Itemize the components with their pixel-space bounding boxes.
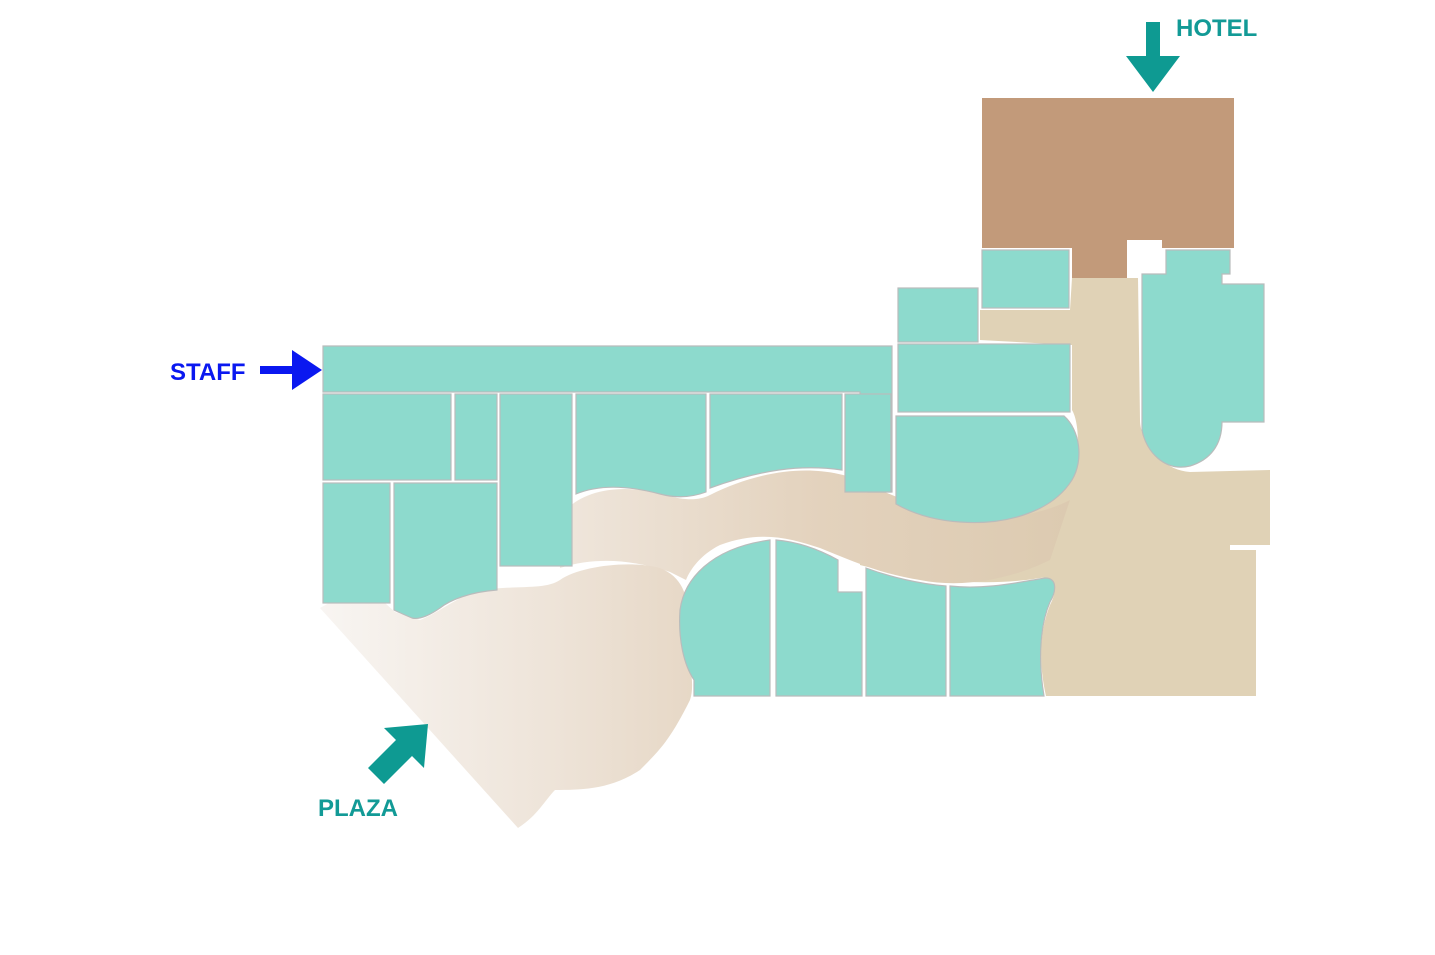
staff-label: STAFF	[170, 359, 246, 386]
plaza-entrance-marker: PLAZA	[318, 724, 428, 822]
room-1	[322, 393, 452, 481]
hotel-building	[982, 98, 1234, 278]
hotel-arrow-icon	[1126, 22, 1180, 92]
room-5	[499, 393, 573, 567]
hotel-entrance-marker: HOTEL	[1126, 15, 1257, 92]
plaza-area	[320, 564, 693, 828]
room-16	[865, 567, 947, 697]
room-8	[844, 393, 892, 493]
hotel-block	[982, 98, 1234, 278]
rooms	[322, 249, 1265, 697]
hotel-label: HOTEL	[1176, 15, 1257, 42]
room-7	[709, 393, 843, 489]
room-9	[897, 287, 979, 343]
winding-corridor	[558, 470, 1070, 584]
room-10	[981, 249, 1070, 309]
room-11	[897, 343, 1071, 413]
room-2	[454, 393, 498, 481]
plaza-arrow-icon	[368, 724, 428, 784]
room-17	[949, 577, 1056, 697]
room-13	[1141, 249, 1265, 468]
staff-arrow-icon	[260, 350, 322, 390]
room-4	[393, 482, 498, 620]
room-12	[895, 415, 1080, 524]
plaza-label: PLAZA	[318, 795, 398, 822]
corridor-walkway	[558, 470, 1070, 584]
staff-entrance-marker: STAFF	[170, 350, 322, 390]
plaza-floor	[320, 564, 693, 828]
room-6	[575, 393, 707, 498]
room-3	[322, 482, 391, 604]
room-14	[679, 539, 771, 697]
room-15	[775, 539, 863, 697]
